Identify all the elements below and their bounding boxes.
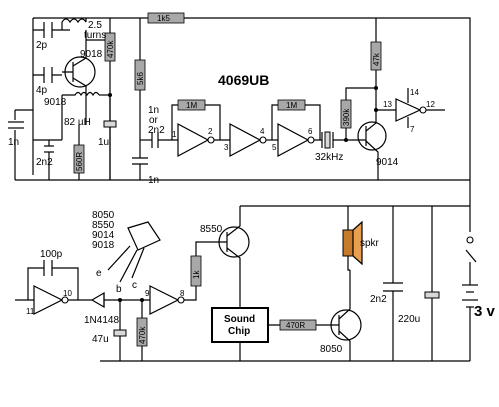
label-cap-1n-bottom: 1n <box>148 175 159 186</box>
resistor-5k6 <box>134 59 146 91</box>
label-pkg-8550: 8550 <box>92 220 115 231</box>
inverter-5 <box>33 285 64 315</box>
transistor-package <box>127 221 161 251</box>
inverter-1 <box>177 123 210 157</box>
pin-5: 5 <box>272 143 277 152</box>
label-trans-8550: 8550 <box>200 224 223 235</box>
label-crystal: 32kHz <box>315 152 343 163</box>
pin-10: 10 <box>63 289 72 298</box>
label-speaker: spkr <box>360 238 380 249</box>
label-pkg-b: b <box>116 284 122 295</box>
label-res-1m-a: 1M <box>186 101 197 110</box>
resistor-470k-top <box>104 32 116 62</box>
label-trans-upper: 9018 <box>80 49 103 60</box>
label-res-470k: 470k <box>106 40 115 58</box>
label-res-1k5: 1k5 <box>157 14 170 23</box>
resistor-1m-b <box>277 99 306 111</box>
label-cap-2n2: 2n2 <box>36 157 53 168</box>
inverter-4 <box>395 98 422 122</box>
pin-1: 1 <box>172 130 177 139</box>
coil <box>61 18 87 24</box>
label-pkg-9018: 9018 <box>92 240 115 251</box>
pin-13: 13 <box>383 100 392 109</box>
label-battery: 3 v <box>474 303 496 320</box>
pin-3: 3 <box>224 143 229 152</box>
label-res-390k: 390k <box>342 108 351 126</box>
cap-47u <box>113 329 127 337</box>
label-res-560r: 560R <box>75 152 84 171</box>
label-cap-100p: 100p <box>40 249 63 260</box>
switch <box>466 236 474 244</box>
label-pkg-8050: 8050 <box>92 210 115 221</box>
resistor-1k5 <box>147 12 185 24</box>
pin-11: 11 <box>26 307 35 316</box>
inverter-3 <box>277 123 310 157</box>
top-circuit <box>8 12 471 206</box>
label-pkg-c: c <box>132 280 137 291</box>
ic-title: 4069UB <box>218 72 269 88</box>
label-cap-220u: 220u <box>398 314 420 325</box>
pin-9: 9 <box>145 289 150 298</box>
label-cap-47u: 47u <box>92 334 109 345</box>
cap-1u <box>103 120 117 128</box>
label-cap-1n-left: 1n <box>8 137 19 148</box>
resistor-1m-a <box>177 99 206 111</box>
bottom-circuit <box>15 205 478 362</box>
speaker <box>342 229 354 257</box>
transistor-8550 <box>218 226 250 258</box>
label-diode: 1N4148 <box>84 315 119 326</box>
label-res-470r: 470R <box>286 321 305 330</box>
label-cap-2n2-bottom: 2n2 <box>370 294 387 305</box>
label-trans-9014: 9014 <box>376 157 399 168</box>
label-cap-1u: 1u <box>98 137 109 148</box>
label-pkg-9014: 9014 <box>92 230 115 241</box>
pin-12: 12 <box>426 100 435 109</box>
label-trans-8050: 8050 <box>320 344 343 355</box>
label-cap-or: or <box>149 115 159 126</box>
cap-220u <box>424 291 440 299</box>
label-res-5k6: 5k6 <box>136 72 145 85</box>
label-coil-turns: 2.5 <box>88 20 102 31</box>
sound-chip-line1: Sound <box>224 314 255 325</box>
label-res-1k: 1k <box>192 270 201 279</box>
pin-8: 8 <box>180 289 185 298</box>
label-cap-2n2-mid: 2n2 <box>148 125 165 136</box>
inverter-2 <box>229 123 262 157</box>
transistor-9014-top <box>357 121 387 151</box>
label-res-47k: 47k <box>372 52 381 66</box>
label-trans-lower: 9018 <box>44 97 67 108</box>
label-inductor: 82 µH <box>64 117 91 128</box>
sound-chip-line2: Chip <box>228 326 250 337</box>
label-coil-turns-word: turns <box>84 30 106 41</box>
transistor-8050 <box>330 309 362 341</box>
pin-14: 14 <box>410 88 419 97</box>
label-cap-4p: 4p <box>36 85 48 96</box>
pin-6: 6 <box>308 127 313 136</box>
label-pkg-e: e <box>96 268 102 279</box>
pin-7: 7 <box>410 125 415 134</box>
label-cap-2p: 2p <box>36 40 48 51</box>
inverter-6 <box>149 285 180 315</box>
pin-2: 2 <box>208 127 213 136</box>
crystal-32khz <box>324 131 331 149</box>
label-res-470k-bottom: 470k <box>138 326 147 344</box>
pin-4: 4 <box>260 127 265 136</box>
label-cap-1n-mid: 1n <box>148 105 159 116</box>
label-res-1m-b: 1M <box>286 101 297 110</box>
